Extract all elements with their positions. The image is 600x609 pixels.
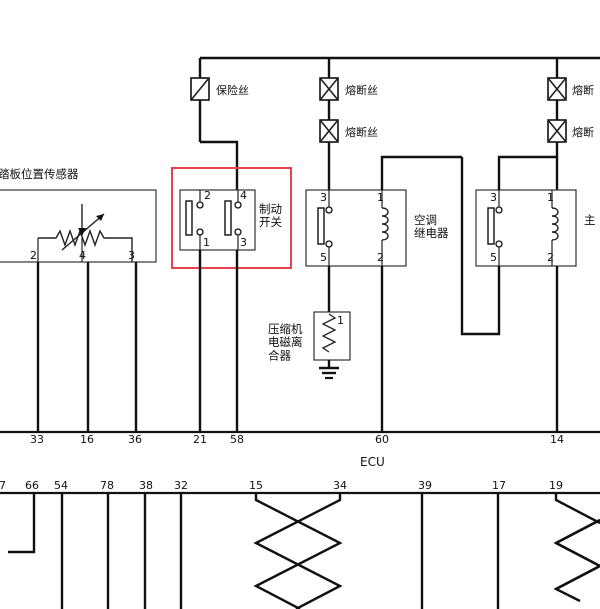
ac-relay-label: 空调继电器 xyxy=(414,213,449,240)
main-relay: 3 1 5 2 主 xyxy=(460,155,596,432)
ecu-pin-39: 39 xyxy=(418,479,432,492)
fuse-2-label: 熔断丝 xyxy=(345,83,378,97)
main-relay-label: 主 xyxy=(584,213,596,227)
ecu-pin-16: 16 xyxy=(80,433,94,446)
ac-relay: 3 1 5 2 空调继电器 xyxy=(305,155,462,432)
brake-switch-highlight xyxy=(171,167,292,269)
compressor-label: 压缩机电磁离合器 xyxy=(268,322,303,362)
ecu-pin-21: 21 xyxy=(193,433,207,446)
ecu-pin-7: 7 xyxy=(0,479,6,492)
main-relay-pin-5: 5 xyxy=(490,251,497,264)
fuse-5: 熔断 xyxy=(547,119,594,190)
brake-pin-4: 4 xyxy=(240,189,247,202)
fuse-4: 熔断 xyxy=(547,77,594,120)
brake-pin-3: 3 xyxy=(240,236,247,249)
fuse-1-label: 保险丝 xyxy=(216,83,249,97)
sensor-pin-3: 3 xyxy=(128,249,135,262)
brake-pin-2: 2 xyxy=(204,189,211,202)
fuse-3-label: 熔断丝 xyxy=(345,125,378,139)
compressor-pin-1: 1 xyxy=(337,314,344,327)
brake-pin-1: 1 xyxy=(203,236,210,249)
ac-relay-pin-2: 2 xyxy=(377,251,384,264)
ecu-pin-14: 14 xyxy=(550,433,564,446)
ecu-connector-top: 33 16 36 21 58 60 14 ECU xyxy=(0,430,600,469)
fuse-1: 保险丝 xyxy=(190,77,249,142)
fuse-2: 熔断丝 xyxy=(319,77,378,120)
ecu-pin-33: 33 xyxy=(30,433,44,446)
fuse-3: 熔断丝 xyxy=(319,119,378,190)
ecu-pin-19: 19 xyxy=(549,479,563,492)
ecu-pin-34: 34 xyxy=(333,479,347,492)
ecu-pin-15: 15 xyxy=(249,479,263,492)
power-bus xyxy=(198,56,600,78)
brake-switch: 2 4 1 3 制动开关 xyxy=(171,167,292,432)
ac-relay-pin-5: 5 xyxy=(320,251,327,264)
compressor-clutch: 1 压缩机电磁离合器 xyxy=(268,311,351,380)
fuse-5-label: 熔断 xyxy=(572,125,594,139)
pedal-sensor-label: 踏板位置传感器 xyxy=(0,167,79,181)
fuse-4-label: 熔断 xyxy=(572,83,594,97)
ecu-pin-60: 60 xyxy=(375,433,389,446)
brake-switch-label: 制动开关 xyxy=(259,202,282,229)
ecu-pin-38: 38 xyxy=(139,479,153,492)
ecu-label: ECU xyxy=(360,455,385,469)
ecu-pin-32: 32 xyxy=(174,479,188,492)
ecu-pin-66: 66 xyxy=(25,479,39,492)
brake-feed-wire xyxy=(200,140,239,190)
ecu-connector-bottom: 7 66 54 78 38 32 15 34 39 17 19 xyxy=(0,479,600,609)
main-relay-pin-3: 3 xyxy=(490,191,497,204)
ecu-pin-36: 36 xyxy=(128,433,142,446)
sensor-pin-2: 2 xyxy=(30,249,37,262)
pedal-position-sensor: 踏板位置传感器 2 4 3 xyxy=(0,167,157,432)
ecu-pin-54: 54 xyxy=(54,479,68,492)
ecu-pin-17: 17 xyxy=(492,479,506,492)
ac-relay-pin-3: 3 xyxy=(320,191,327,204)
main-relay-pin-2: 2 xyxy=(547,251,554,264)
ac-relay-pin-1: 1 xyxy=(377,191,384,204)
main-relay-pin-1: 1 xyxy=(547,191,554,204)
ecu-pin-58: 58 xyxy=(230,433,244,446)
sensor-pin-4: 4 xyxy=(79,249,86,262)
ecu-pin-78: 78 xyxy=(100,479,114,492)
